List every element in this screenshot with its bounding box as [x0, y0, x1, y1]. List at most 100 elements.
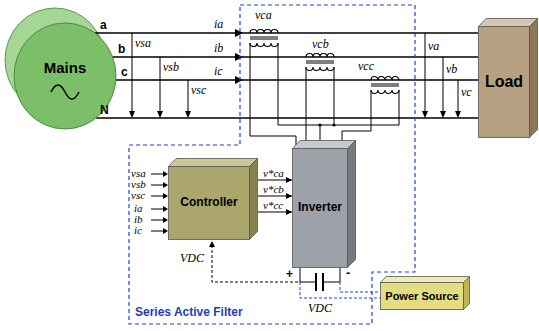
arrowhead	[185, 111, 191, 118]
region-outline	[129, 5, 415, 324]
transformer-b	[306, 54, 334, 71]
input-signal: ia	[134, 203, 143, 214]
connector	[95, 33, 478, 34]
transformer-c	[371, 77, 399, 94]
box-top-face	[381, 277, 470, 283]
arrowhead	[440, 111, 446, 118]
connector-line	[113, 56, 478, 57]
box-side-face	[348, 141, 356, 268]
polarity-sign: +	[286, 268, 293, 280]
arrowhead	[163, 206, 168, 212]
junction-dot	[332, 123, 335, 126]
dc-voltage: VDC	[308, 302, 332, 314]
input-signal: ib	[134, 214, 143, 225]
sine-symbol	[51, 85, 79, 99]
voltage-label: vsa	[135, 37, 151, 49]
reference-signal: v*cc	[263, 200, 283, 211]
voltage-label: vsb	[163, 61, 179, 73]
block-name: Power Source	[385, 290, 458, 303]
box-top-face	[479, 19, 538, 27]
power-source-leads	[300, 282, 380, 298]
secondary-coil	[306, 67, 334, 71]
voltage-arrow-lines	[132, 33, 458, 112]
polarity-sign: -	[346, 266, 350, 279]
vdc-feedback-line	[212, 247, 298, 282]
box-side-face	[464, 277, 470, 310]
voltage-arrowheads	[129, 111, 461, 118]
power-source-box: Power Source	[380, 276, 470, 310]
filter-region: Series Active Filter Controller Inverter	[128, 4, 416, 325]
connector-line	[96, 117, 478, 118]
compensation-voltage: vcc	[358, 60, 374, 72]
arrowhead	[163, 228, 168, 234]
dc-voltage: VDC	[180, 252, 204, 264]
box-top-face	[169, 159, 258, 167]
box-front-face	[381, 283, 464, 310]
controller-input-lines	[151, 174, 163, 231]
connector	[113, 57, 478, 58]
load-voltage: va	[428, 40, 439, 52]
input-signal: ic	[134, 225, 142, 236]
neutral-label: N	[100, 104, 109, 116]
box-front-face	[169, 167, 250, 240]
transformer-core	[250, 37, 278, 39]
box-front-face	[293, 149, 348, 268]
block-name: Controller	[180, 196, 237, 210]
capacitor-symbol	[316, 273, 323, 291]
phase-label: c	[121, 66, 128, 78]
reference-signal: v*ca	[263, 168, 284, 179]
arrowhead	[286, 177, 292, 183]
connector	[116, 80, 478, 81]
controller-box: Controller	[168, 158, 258, 240]
transformer-core	[371, 84, 399, 86]
reference-signal: v*cb	[263, 184, 284, 195]
load-name: Load	[485, 73, 523, 91]
arrowhead	[163, 171, 168, 177]
current-label: ia	[214, 18, 223, 30]
arrowhead	[209, 241, 215, 247]
box-side-face	[530, 19, 538, 138]
arrowhead	[129, 111, 135, 118]
input-signal: vsa	[131, 168, 146, 179]
current-label: ic	[214, 65, 223, 77]
arrowhead	[286, 193, 292, 199]
transformer-a	[250, 30, 278, 47]
voltage-label: vsc	[191, 84, 206, 96]
connector-line	[116, 79, 478, 80]
block-name: Inverter	[298, 201, 342, 215]
transformer-core	[306, 61, 334, 63]
secondary-coil	[250, 43, 278, 47]
arrowhead	[163, 193, 168, 199]
arrowhead	[157, 111, 163, 118]
load-box: Load	[478, 18, 538, 138]
connector-line	[95, 32, 478, 33]
arrowhead	[455, 111, 461, 118]
arrowhead	[163, 217, 168, 223]
secondary-wires	[250, 43, 399, 146]
box-side-face	[250, 159, 258, 240]
junction-dot	[318, 123, 321, 126]
connector	[96, 118, 478, 119]
dc-link-wires	[300, 268, 340, 282]
mains-circle	[14, 23, 116, 129]
box-front-face	[479, 27, 530, 138]
input-signal: vsc	[131, 190, 145, 201]
compensation-voltage: vca	[255, 9, 272, 21]
controller-input-arrowheads	[163, 171, 168, 234]
source-name: Mains	[44, 59, 87, 76]
compensation-voltage: vcb	[312, 38, 329, 50]
load-voltage: vb	[446, 63, 457, 75]
load-voltage: vc	[461, 86, 472, 98]
arrowhead	[286, 209, 292, 215]
phase-label: b	[118, 43, 125, 55]
arrowhead	[163, 182, 168, 188]
secondary-coil	[371, 90, 399, 94]
region-title: Series Active Filter	[135, 306, 243, 320]
arrowhead	[422, 111, 428, 118]
current-label: ib	[214, 42, 223, 54]
input-signal: vsb	[131, 179, 146, 190]
inverter-box: Inverter	[292, 140, 356, 268]
phase-label: a	[100, 19, 107, 31]
box-top-face	[293, 141, 356, 149]
